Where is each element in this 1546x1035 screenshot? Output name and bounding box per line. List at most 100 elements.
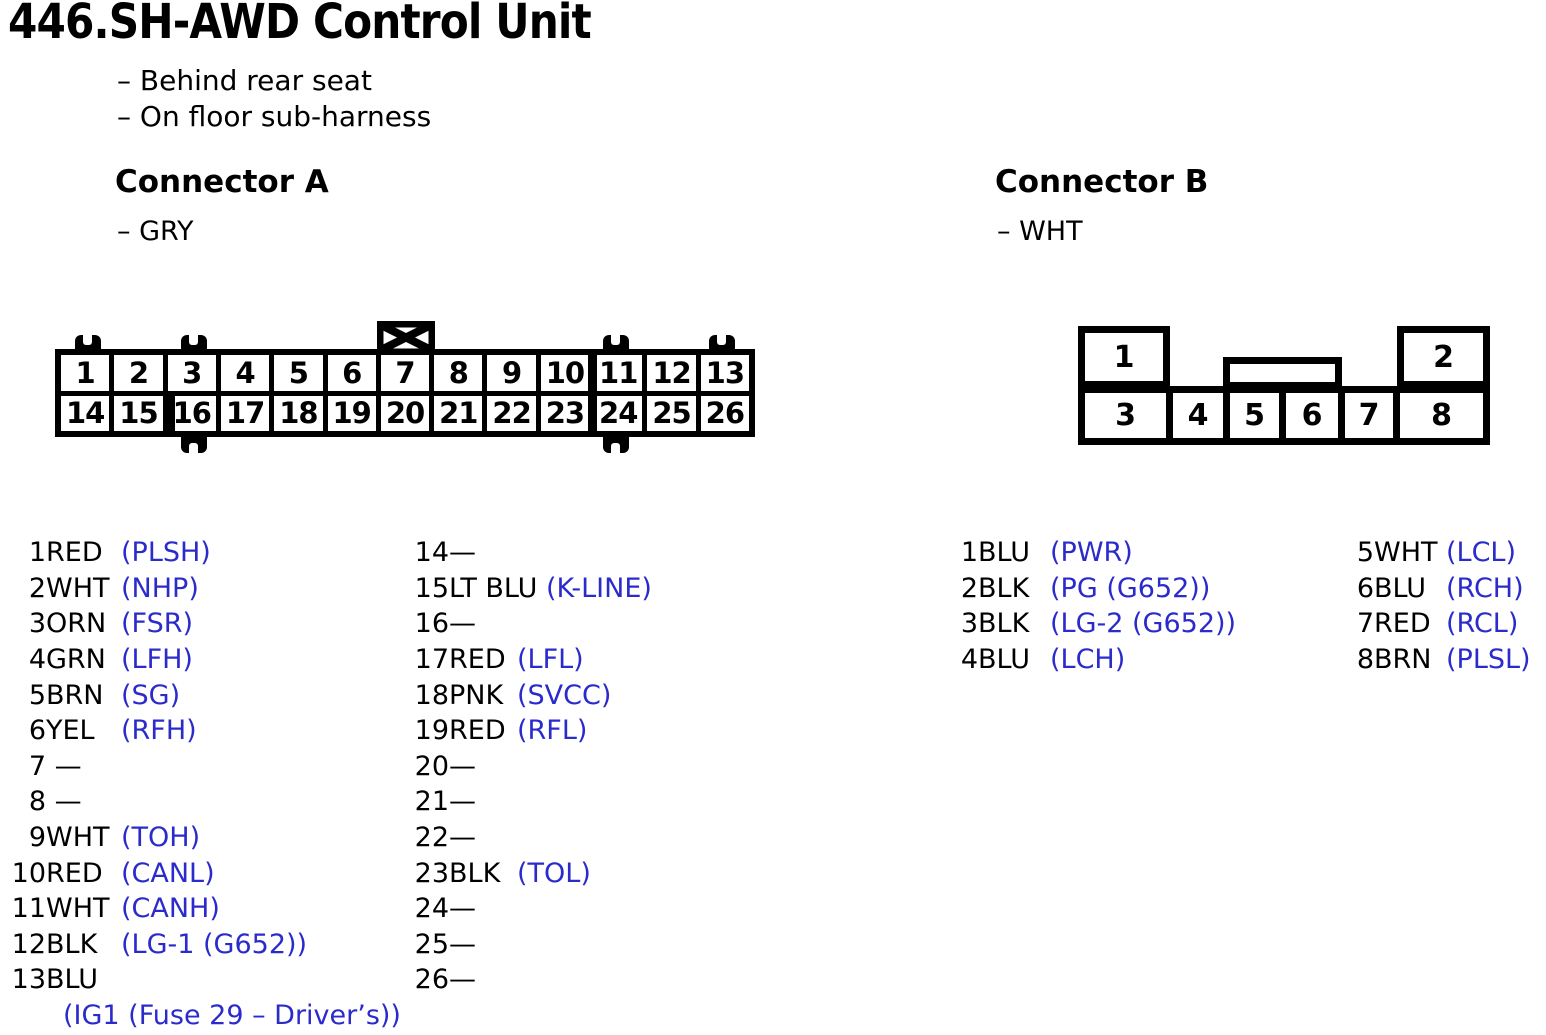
connector-pin-cell: 9 — [487, 355, 536, 391]
pin-row: 8 — — [10, 784, 401, 820]
location-note-2: – On floor sub-harness — [117, 99, 432, 133]
signal-name: (TOH) — [121, 822, 201, 854]
signal-name: (LG-1 (G652)) — [121, 928, 308, 960]
signal-name: (SG) — [121, 679, 181, 711]
pin-number: 19 — [414, 715, 449, 747]
pin-row: 16— — [413, 606, 652, 642]
signal-name: (FSR) — [121, 608, 194, 640]
connector-b-color-note: – WHT — [997, 216, 1083, 247]
pin-number: 21 — [414, 786, 449, 818]
connector-b-pin-cell: 1 — [1078, 326, 1170, 388]
wire-color: BLU — [46, 964, 98, 996]
pin-number: 9 — [28, 822, 46, 854]
wire-color: — — [449, 786, 476, 818]
pin-number: 23 — [414, 857, 449, 889]
connector-pin-cell: 8 — [434, 355, 483, 391]
pin-row: 26— — [413, 962, 652, 998]
signal-name: (NHP) — [121, 572, 199, 604]
wire-color: — — [46, 786, 82, 818]
connector-pin-cell: 6 — [327, 355, 376, 391]
pin-number: 15 — [414, 572, 449, 604]
connector-pin-cell: 25 — [647, 395, 696, 431]
mounting-tab-icon — [181, 435, 207, 453]
connector-b-heading: Connector B — [995, 164, 1209, 200]
wire-color: WHT — [46, 893, 110, 925]
pin-number: 6 — [1356, 572, 1374, 604]
pin-number: 20 — [414, 750, 449, 782]
mounting-tab-icon — [603, 435, 629, 453]
connector-pin-cell: 22 — [487, 395, 536, 431]
tab-notch — [717, 335, 726, 345]
connector-pin-cell: 5 — [1230, 393, 1279, 438]
pin-number: 6 — [28, 715, 46, 747]
signal-name: (CANL) — [121, 857, 215, 889]
connector-pin-cell: 4 — [220, 355, 270, 391]
pin-number: 3 — [28, 608, 46, 640]
pin-number: 18 — [414, 679, 449, 711]
pin-number: 7 — [1356, 608, 1374, 640]
pin-number: 22 — [414, 822, 449, 854]
signal-name: (PWR) — [1050, 537, 1133, 569]
signal-name: (LFH) — [121, 644, 193, 676]
pin-number: 5 — [1356, 537, 1374, 569]
connector-pin-cell: 17 — [220, 395, 270, 431]
pin-number: 8 — [1356, 644, 1374, 676]
pin-number: 25 — [414, 928, 449, 960]
tab-notch — [189, 443, 198, 453]
pin-number: 16 — [414, 608, 449, 640]
wire-color: WHT — [46, 822, 110, 854]
wire-color: — — [449, 928, 476, 960]
connector-pin-cell: 19 — [327, 395, 376, 431]
page-title: 446.SH-AWD Control Unit — [8, 0, 592, 50]
connector-pin-cell: 2 — [114, 355, 163, 391]
pin-number: 8 — [28, 786, 46, 818]
connector-pin-cell: 8 — [1400, 393, 1483, 438]
keying-rib — [588, 349, 597, 437]
wire-color: RED — [449, 644, 506, 676]
tab-notch — [611, 443, 620, 453]
wire-color: WHT — [1374, 537, 1438, 569]
wire-color: LT BLU — [449, 572, 546, 604]
pin-number: 11 — [11, 893, 46, 925]
connector-pin-cell: 16 — [167, 395, 216, 431]
wire-color: BLK — [46, 928, 98, 960]
pin-number: 4 — [28, 644, 46, 676]
pin13-signal-wrap: (IG1 (Fuse 29 – Driver’s)) — [63, 1000, 401, 1032]
connector-pin-cell: 1 — [61, 355, 110, 391]
connector-pin-cell: 11 — [594, 355, 643, 391]
connector-pin-cell: 6 — [1286, 393, 1338, 438]
connector-pin-cell: 24 — [594, 395, 643, 431]
pin-number: 24 — [414, 893, 449, 925]
connector-pin-cell: 7 — [380, 355, 430, 391]
tab-notch — [611, 335, 620, 345]
signal-name: (K-LINE) — [545, 572, 652, 604]
mounting-tab-icon — [709, 335, 735, 353]
pin-row: 21— — [413, 784, 652, 820]
wire-color: BLU — [1374, 572, 1426, 604]
wire-color: ORN — [46, 608, 107, 640]
keying-rib — [166, 392, 175, 437]
connector-pin-cell: 13 — [700, 355, 749, 391]
connector-pin-cell: 20 — [380, 395, 430, 431]
pin-number: 4 — [960, 644, 978, 676]
connector-pin-cell: 18 — [274, 395, 323, 431]
signal-name: (RCL) — [1446, 608, 1519, 640]
connector-a-heading: Connector A — [115, 164, 329, 200]
wire-color: PNK — [449, 679, 504, 711]
location-note-1: – Behind rear seat — [117, 64, 372, 97]
pin-number: 13 — [11, 964, 46, 996]
